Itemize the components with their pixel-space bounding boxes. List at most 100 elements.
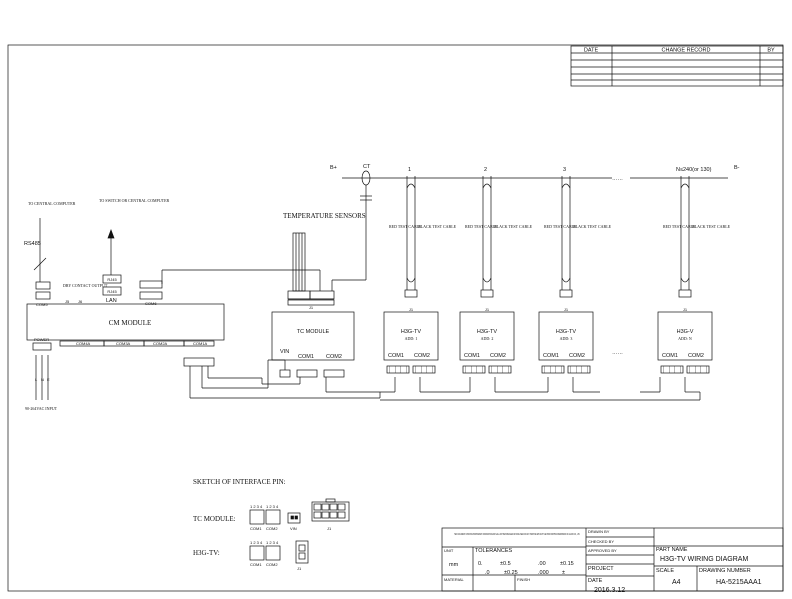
tol-r1-c4: ±0.15 [560, 561, 574, 567]
project-label: PROJECT [588, 566, 614, 572]
sketch-tc-com1 [249, 509, 265, 525]
black-test-cable-label: BLACK TEST CABLE [573, 224, 612, 229]
black-test-cable-label: BLACK TEST CABLE [692, 224, 731, 229]
sketch-tc-com1-label: COM1 [250, 526, 262, 531]
cell-number-3: 3 [563, 167, 566, 173]
tol-r2-c3: .000 [538, 570, 549, 576]
rj45-upper [102, 274, 122, 284]
h3g-j1-label: J1 [485, 307, 490, 312]
sketch-tc-com2-label: COM2 [266, 526, 278, 531]
change-record-date-header: DATE [584, 48, 599, 54]
date-value: 2016.3.12 [594, 587, 625, 594]
sketch-h3g-com2 [265, 545, 281, 561]
rj45-lower-label: RJ45 [107, 289, 117, 294]
change-record-by-header: BY [767, 48, 775, 54]
red-test-cable-label: RED TEST CABLE [663, 224, 696, 229]
tc-module-box [271, 311, 355, 361]
tc-com1-label: COM1 [298, 354, 314, 360]
sketch-h3g-j1-label: J1 [297, 566, 302, 571]
change-record-title: CHANGE RECORD [662, 48, 711, 54]
h3g-com1-label: COM1 [464, 353, 480, 359]
h3g-module-address: ADD: 2 [481, 336, 494, 341]
sketch-tc-label: TC MODULE: [193, 515, 236, 523]
com1a-label: COM1A [193, 341, 208, 346]
power-label: POWER [34, 337, 49, 342]
tc-bus-connector [309, 290, 335, 300]
j1-connector [559, 289, 573, 298]
j1-connector [480, 289, 494, 298]
sketch-h3g-j1 [295, 540, 309, 564]
drawing-border [7, 44, 784, 592]
tc-vin-connector [279, 369, 291, 378]
scale-value: A4 [672, 579, 681, 586]
unit-value: mm [449, 562, 459, 568]
h3g-com1-connector [462, 365, 486, 374]
cell-number-n: N≤240(or 130) [676, 167, 712, 173]
h3g-com1-label: COM1 [662, 353, 678, 359]
title-block: THIS DOCUMENT CONTAINS PROPRIETARY INFOR… [441, 527, 784, 594]
sketch-h3g-pinnums-2: 1 2 3 4 [266, 540, 279, 545]
material-label: MATERIAL [444, 577, 464, 582]
sketch-h3g-pinnums-1: 1 2 3 4 [250, 540, 263, 545]
part-name: H3G-TV WIRING DIAGRAM [660, 556, 748, 563]
rs485-connector [35, 281, 51, 290]
j6-label: J6 [78, 299, 83, 304]
h3g-module-address: ADD: N [678, 336, 692, 341]
h3g-com1-connector [660, 365, 684, 374]
black-test-cable-label: BLACK TEST CABLE [494, 224, 533, 229]
cm-module: CM MODULE TO CENTRAL COMPUTER TO SWITCH … [24, 198, 321, 411]
date-label: DATE [588, 578, 603, 584]
change-record-table: DATE CHANGE RECORD BY [570, 45, 784, 87]
to-central-computer-label: TO CENTRAL COMPUTER [28, 201, 76, 206]
sketch-h3g-com2-label: COM2 [266, 562, 278, 567]
tol-r1-c3: .00 [538, 561, 546, 567]
sketch-title: SKETCH OF INTERFACE PIN: [193, 478, 286, 486]
rs485-label: RS485 [24, 241, 41, 247]
rj45-lower [102, 286, 122, 296]
battery-bus: B+ B- …… CT 1 2 3 N≤240(or 130) [330, 164, 740, 291]
h3g-module-box [459, 311, 515, 361]
h3g-com1-label: COM1 [543, 353, 559, 359]
sketch-h3g-label: H3G-TV: [193, 549, 220, 557]
drawing-number: HA-5215AAA1 [716, 579, 762, 586]
red-test-cable-label: RED TEST CABLE [465, 224, 498, 229]
red-test-cable-label: RED TEST CABLE [544, 224, 577, 229]
h3g-module-box [657, 311, 713, 361]
tolerances-label: TOLERANCES [475, 548, 513, 554]
h3g-module-title: H3G-TV [401, 329, 422, 335]
com4a-label: COM4A [76, 341, 91, 346]
drawn-by-label: DRAWN BY [588, 529, 610, 534]
power-connector [32, 342, 52, 351]
finish-label: FINISH [517, 577, 530, 582]
h3g-module-title: H3G-V [677, 329, 694, 335]
tc-module-title: TC MODULE [297, 329, 330, 335]
h3g-module-address: ADD: 3 [560, 336, 573, 341]
sketch-tc-com2 [265, 509, 281, 525]
com3a-label: COM3A [116, 341, 131, 346]
tc-com1-connector [296, 369, 318, 378]
cell-number-2: 2 [484, 167, 487, 173]
sketch-tc-pinnums-1: 1 2 3 4 [250, 504, 263, 509]
unit-label: UNIT [444, 548, 454, 553]
sketch-tc-vin [287, 512, 301, 524]
power-input-label: 90-264VAC INPUT [25, 406, 58, 411]
power-pin-l: L [35, 377, 38, 382]
approved-by-label: APPROVED BY [588, 548, 617, 553]
cm-module-title: CM MODULE [109, 319, 152, 327]
tc-com2-label: COM2 [326, 354, 342, 360]
tc-module: TC MODULE J1 VIN COM1 COM2 [271, 290, 355, 378]
dry-contact-label: DRY CONTACT OUTPUT [63, 283, 108, 288]
tol-r2-c1: .0 [485, 570, 490, 576]
scale-label: SCALE [656, 568, 674, 574]
com1a-connector [183, 357, 215, 367]
h3g-module-box [538, 311, 594, 361]
ct-label: CT [363, 164, 371, 170]
j1-connector [678, 289, 692, 298]
h3g-com2-connector [686, 365, 710, 374]
